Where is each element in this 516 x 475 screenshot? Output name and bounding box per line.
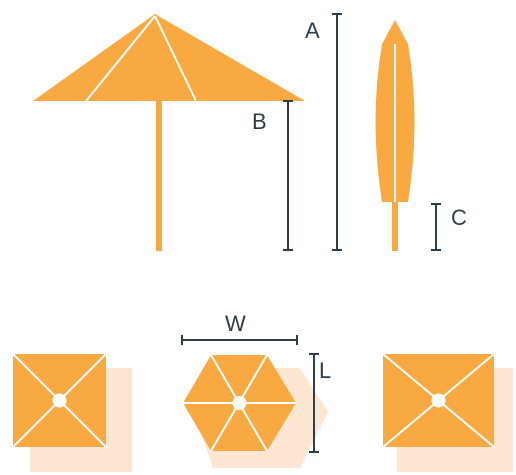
square-canopy bbox=[12, 353, 132, 472]
dimension-b-label: B bbox=[252, 109, 267, 134]
dimension-l-label: L bbox=[319, 358, 331, 383]
dimension-c-label: C bbox=[451, 205, 467, 230]
rectangular-canopy bbox=[382, 353, 513, 472]
dimension-b: B bbox=[252, 100, 293, 251]
canopy-rib-right bbox=[154, 15, 197, 102]
open-umbrella bbox=[33, 14, 305, 251]
dimension-a-label: A bbox=[305, 18, 320, 43]
dimension-c: C bbox=[431, 203, 467, 251]
umbrella-pole bbox=[156, 98, 162, 251]
closed-umbrella bbox=[375, 20, 415, 251]
dimension-w: W bbox=[181, 311, 298, 345]
umbrella-canopy bbox=[33, 14, 305, 101]
square-canopy-hub bbox=[52, 393, 67, 408]
hexagonal-canopy-hub bbox=[232, 396, 247, 410]
canopy-rib-left bbox=[85, 15, 156, 102]
closed-umbrella-pole bbox=[392, 198, 398, 251]
dimension-a: A bbox=[305, 13, 342, 251]
rectangular-canopy-hub bbox=[431, 393, 446, 408]
dimension-l: L bbox=[309, 353, 331, 453]
hexagonal-canopy bbox=[183, 354, 328, 468]
dimension-w-label: W bbox=[225, 311, 246, 336]
